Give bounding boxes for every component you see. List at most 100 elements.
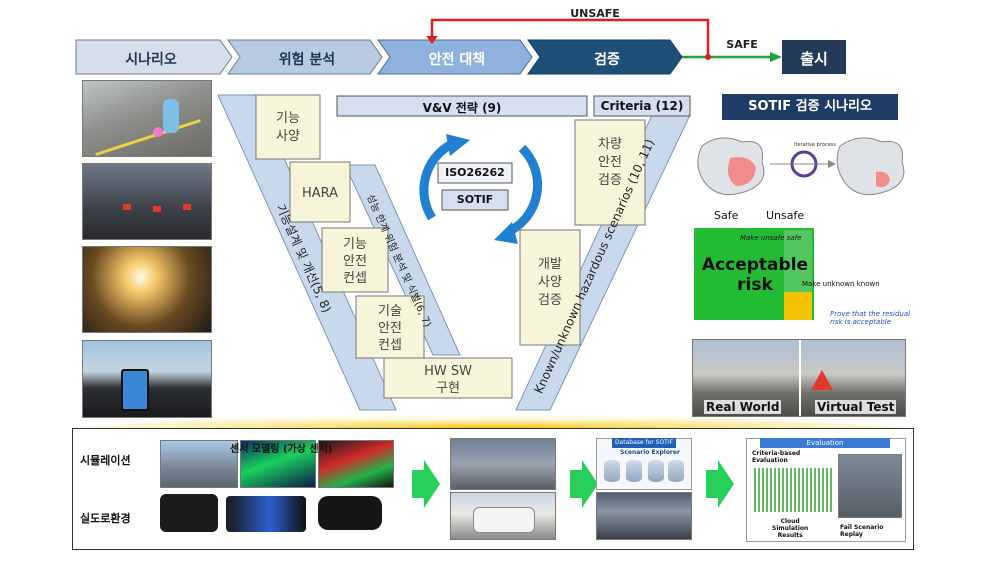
server-room-image (596, 492, 692, 540)
database-title: Database for SOTIF (612, 438, 676, 448)
db-cylinder-4 (668, 460, 684, 482)
cycle-arrowhead-bottom (494, 222, 518, 244)
unknown-region (784, 292, 812, 320)
step-risk-label: 위험 분석 (278, 52, 336, 68)
db-cylinder-1 (604, 460, 620, 482)
real-road-label: 실도로환경 (80, 512, 131, 525)
box-vehicle-verify (574, 119, 646, 226)
sotif-title: SOTIF 검증 시나리오 (722, 94, 898, 120)
real-world-label: Real World (704, 400, 782, 414)
sotif-box (441, 189, 509, 211)
vehicle-verify-line1: 차량 (598, 137, 622, 152)
criteria-based-label: Criteria-based Evaluation (752, 450, 801, 464)
make-unsafe-safe: Make unsafe safe (740, 234, 802, 242)
unsafe-label: UNSAFE (570, 7, 620, 20)
cloud-sim-label: Cloud Simulation Results (772, 518, 809, 539)
safe-label: SAFE (726, 38, 758, 51)
test-vehicle-image (450, 492, 556, 540)
scenario-explorer: Scenario Explorer (620, 449, 680, 456)
tail-light-1 (123, 204, 131, 210)
acceptable-risk-label: Acceptable risk (701, 255, 809, 295)
photo-sun-glare (82, 246, 212, 333)
step-verification (527, 39, 683, 75)
unsafe-text: Unsafe (766, 209, 805, 222)
cycle-arrow-right (505, 144, 543, 237)
vv-strategy-label: V&V 전략 (9) (422, 101, 502, 115)
hw-sw-line2: 구현 (436, 381, 460, 396)
hara-text: HARA (302, 186, 338, 201)
box-dev-verify (519, 229, 581, 346)
func-safety-line3: 컨셉 (343, 271, 367, 286)
fail-replay-label: Fail Scenario Replay (840, 524, 884, 538)
process-flow (75, 18, 846, 75)
db-cylinder-3 (648, 460, 664, 482)
box-func-safety (321, 227, 389, 293)
step-measures-label: 안전 대책 (428, 52, 486, 68)
split-line (799, 340, 801, 416)
sensor-device-2 (226, 496, 306, 532)
child-figure (163, 99, 179, 133)
func-safety-line1: 기능 (343, 237, 367, 252)
tech-safety-line2: 안전 (378, 321, 402, 336)
tail-light-3 (183, 204, 191, 210)
box-hara (289, 161, 351, 223)
evaluation-title: Evaluation (760, 438, 890, 448)
release-box (782, 40, 846, 74)
prove-residual-risk: Prove that the residual risk is acceptab… (830, 310, 911, 326)
v-bottom-glow (72, 408, 920, 428)
sim-scene-image (450, 438, 556, 490)
step-scenario (75, 39, 233, 75)
dev-verify-line3: 검증 (538, 293, 562, 308)
step-scenario-label: 시나리오 (125, 52, 177, 68)
virtual-test-label: Virtual Test (815, 400, 897, 414)
simulation-label: 시뮬레이션 (80, 454, 131, 467)
safe-text: Safe (714, 209, 739, 222)
iso-box (437, 162, 513, 184)
decision-dot (705, 54, 711, 60)
acceptable-risk-box (694, 228, 814, 320)
flow-arrow-2 (570, 460, 598, 508)
db-cylinder-2 (626, 460, 642, 482)
photo-child-road (82, 80, 212, 157)
photo-rainy-traffic (82, 163, 212, 240)
box-tech-safety (355, 295, 425, 359)
tech-safety-line3: 컨셉 (378, 338, 402, 353)
sensor-caption: 센서 모델링 (가상 센서) (230, 444, 333, 455)
func-safety-line2: 안전 (343, 254, 367, 269)
step-verify-label: 검증 (594, 52, 620, 68)
unsafe-column (784, 230, 812, 292)
cycle-arrow-left (419, 141, 453, 221)
func-spec-line1: 기능 (276, 111, 300, 126)
sotif-label: SOTIF (456, 193, 494, 206)
phone (121, 369, 149, 411)
ball (153, 127, 163, 137)
unsafe-arrow-head (426, 36, 438, 44)
criteria-label: Criteria (12) (600, 99, 684, 113)
iso-label: ISO26262 (445, 166, 505, 179)
hw-sw-line1: HW SW (424, 364, 472, 379)
vehicle-verify-line3: 검증 (598, 173, 622, 188)
dev-verify-line2: 사양 (538, 275, 562, 290)
photo-phone-driving (82, 340, 212, 418)
results-grid (754, 468, 832, 512)
make-unknown-known: Make unknown known (802, 280, 880, 288)
sim-image-1 (160, 440, 238, 488)
flow-arrow-3 (706, 460, 734, 508)
release-label: 출시 (800, 50, 828, 68)
step-risk-analysis (227, 39, 383, 75)
sim-image-2 (240, 440, 316, 488)
unsafe-region-after (876, 171, 890, 188)
unsafe-region-before (728, 157, 756, 186)
van (473, 507, 535, 533)
flow-arrow-1 (412, 460, 440, 508)
cycle-arrowhead-top (446, 134, 470, 156)
sim-image-3 (318, 440, 394, 488)
safe-arrow-head (770, 52, 782, 62)
iteration-caption: Iterative process (794, 142, 836, 148)
sensor-device-3 (318, 496, 382, 530)
sensor-device-1 (160, 494, 218, 532)
vv-strategy-bar (336, 95, 588, 117)
func-spec-line2: 사양 (276, 129, 300, 144)
